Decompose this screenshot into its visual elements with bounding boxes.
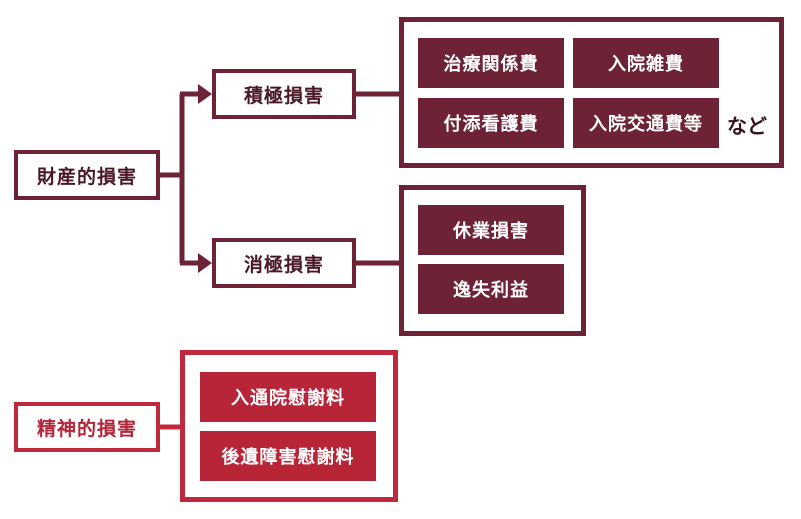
passive-damage-label: 消極損害 [243,253,324,276]
property-damage-label: 財産的損害 [36,165,137,188]
property-damage-box: 財産的損害 [14,150,160,200]
mental-item: 後遺障害慰謝料 [200,431,376,481]
mental-item-label: 入通院慰謝料 [231,388,345,409]
active-item-label: 治療関係費 [443,54,539,75]
mental-item-label: 後遺障害慰謝料 [221,447,355,468]
passive-item: 休業損害 [418,205,564,255]
active-item: 入院雑費 [573,38,719,88]
passive-damage-box: 消極損害 [212,238,356,288]
passive-item-label: 逸失利益 [453,280,529,301]
active-damage-box: 積極損害 [212,69,356,119]
mental-damage-box: 精神的損害 [14,402,160,452]
active-item-label: 入院交通費等 [589,114,703,135]
active-item: 付添看護費 [418,98,564,148]
active-items-etc: など [727,114,767,138]
passive-item: 逸失利益 [418,264,564,314]
mental-damage-label: 精神的損害 [36,417,137,440]
passive-item-label: 休業損害 [453,221,529,242]
active-item: 入院交通費等 [573,98,719,148]
mental-item: 入通院慰謝料 [200,372,376,422]
active-item: 治療関係費 [418,38,564,88]
active-damage-label: 積極損害 [243,84,324,107]
active-item-label: 入院雑費 [608,54,684,75]
active-item-label: 付添看護費 [443,114,539,135]
